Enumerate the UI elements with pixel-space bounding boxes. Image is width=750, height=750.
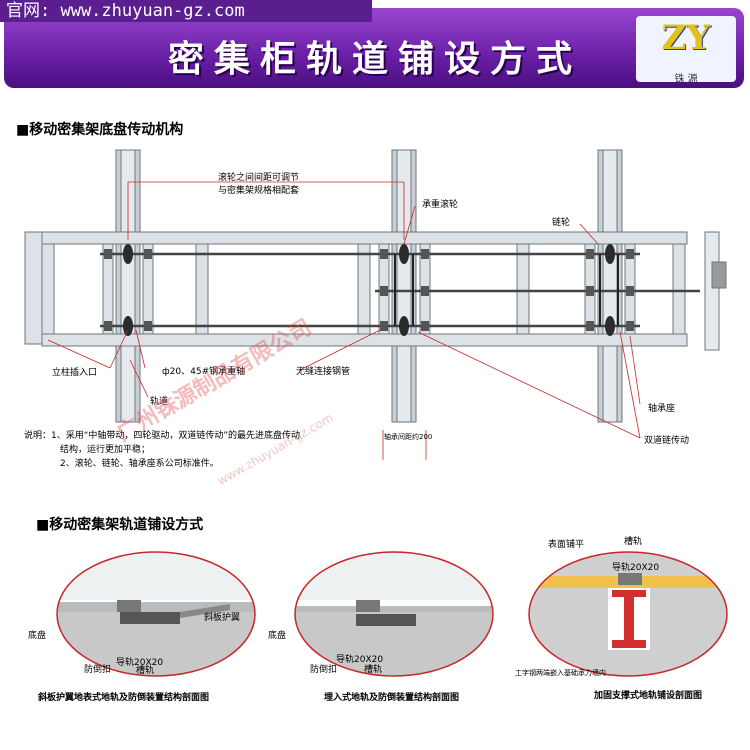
panel3-label-note: 工字钢两端嵌入基础承力墙内	[515, 669, 606, 677]
logo-text: 铢 源	[674, 74, 698, 85]
label-column-insert: 立柱插入口	[52, 368, 98, 378]
label-sprocket: 链轮	[552, 218, 571, 228]
panel1-label-groove: 槽轨	[136, 666, 155, 676]
panel2-caption: 埋入式地轨及防倒装置结构剖面图	[324, 693, 460, 703]
chassis-diagram	[24, 149, 727, 460]
leader-lines	[47, 181, 641, 460]
page-title: 密集柜轨道铺设方式	[167, 38, 582, 80]
panel3-label-rail: 导轨20X20	[612, 563, 660, 573]
label-shaft: ф20、45#钢承重轴	[162, 367, 246, 377]
panel-1-frame	[56, 551, 256, 677]
panel2-label-base: 底盘	[268, 631, 287, 641]
label-load-roller: 承重滚轮	[422, 200, 459, 210]
label-double-chain: 双道链传动	[644, 436, 690, 446]
shafts	[100, 252, 700, 328]
chains	[394, 254, 619, 326]
track-section-diagrams	[56, 551, 728, 677]
note-line-1: 说明：1、采用“中轴带动，四轮驱动，双道链传动”的最先进底盘传动	[24, 431, 301, 441]
panel1-caption: 斜板护翼地表式地轨及防倒装置结构剖面图	[38, 693, 210, 703]
logo-mark: ZY	[661, 18, 711, 58]
website-url[interactable]: 官网: www.zhuyuan-gz.com	[0, 0, 372, 22]
panel3-label-surface: 表面铺平	[548, 540, 585, 550]
panel-3-frame	[528, 551, 728, 677]
label-roller-spacing-2: 与密集架规格相配套	[218, 186, 300, 196]
panel2-label-rail: 导轨20X20	[336, 655, 384, 665]
note-line-2: 结构，运行更加平稳；	[60, 445, 151, 455]
load-rollers	[123, 244, 615, 336]
panel-2-frame	[294, 551, 494, 677]
label-gauge: 轴承间距约200	[384, 433, 433, 441]
panel3-label-groove: 槽轨	[624, 537, 643, 547]
panel1-label-rail: 导轨20X20	[116, 658, 164, 668]
panel2-label-groove: 槽轨	[364, 665, 383, 675]
section-heading-chassis: ■移动密集架底盘传动机构	[16, 122, 184, 138]
panel1-label-antitip: 防倒扣	[84, 665, 112, 675]
note-line-3: 2、滚轮、链轮、轴承座系公司标准件。	[60, 459, 219, 469]
panel2-label-antitip: 防倒扣	[310, 665, 338, 675]
label-roller-spacing-1: 滚轮之间间距可调节	[218, 173, 300, 183]
label-seamless-pipe: 无缝连接钢管	[296, 367, 351, 377]
panel1-label-base: 底盘	[28, 631, 47, 641]
logo	[636, 16, 736, 82]
label-bearing-seat: 轴承座	[648, 404, 676, 414]
panel3-caption: 加固支撑式地轨铺设剖面图	[594, 691, 703, 701]
bearing-blocks	[104, 249, 634, 331]
panel1-label-ramp: 斜板护翼	[204, 613, 241, 623]
section-heading-tracks: ■移动密集架轨道铺设方式	[36, 517, 204, 533]
panel-reinforced-track	[529, 552, 727, 676]
hand-crank	[704, 231, 727, 351]
label-track: 轨道	[150, 397, 169, 407]
